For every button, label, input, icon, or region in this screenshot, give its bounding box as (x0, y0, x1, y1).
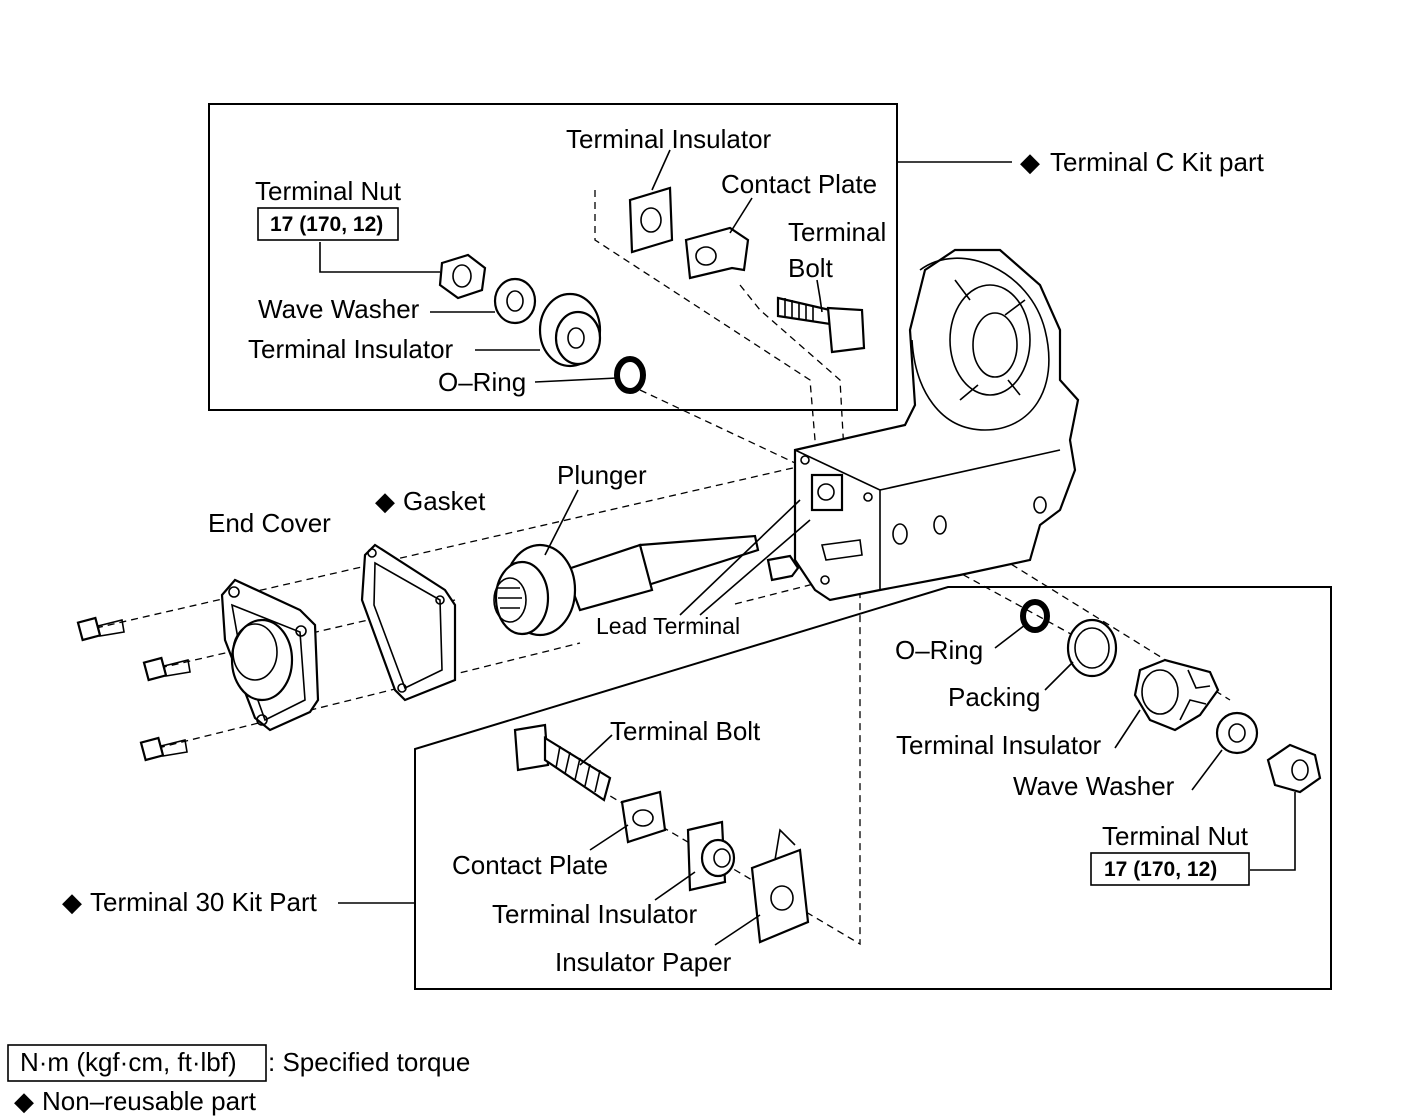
legend-non-reusable-marker: ◆ (14, 1086, 34, 1116)
r-o-ring (1020, 599, 1050, 633)
c-torque-box (257, 207, 399, 241)
end-cover-bolt-2 (142, 656, 191, 682)
r-torque-value: 17 (170, 12) (1104, 858, 1217, 881)
end-cover-bolt-1 (76, 616, 125, 642)
r-o-ring-label: O–Ring (895, 635, 983, 665)
end-cover-label: End Cover (208, 508, 331, 538)
b-terminal-bolt-label: Terminal Bolt (610, 716, 761, 746)
c-terminal-insulator-label: Terminal Insulator (248, 334, 454, 364)
terminal-30-kit-marker: ◆ (62, 887, 82, 917)
b-insulator-paper-label: Insulator Paper (555, 947, 732, 977)
c-contact-plate-label: Contact Plate (721, 169, 877, 199)
b-contact-plate (620, 790, 667, 844)
plunger-label: Plunger (557, 460, 647, 490)
b-terminal-insulator (686, 820, 736, 892)
c-o-ring (614, 356, 646, 394)
terminal-30-kit-label: Terminal 30 Kit Part (90, 887, 318, 917)
c-terminal-insulator-top-label: Terminal Insulator (566, 124, 772, 154)
r-terminal-nut (1266, 743, 1322, 794)
c-terminal-bolt-label-1: Terminal (788, 217, 886, 247)
terminal-c-kit-label: Terminal C Kit part (1050, 147, 1265, 177)
c-terminal-insulator (538, 292, 602, 368)
end-cover-bolt-3 (139, 736, 188, 762)
r-terminal-insulator-label: Terminal Insulator (896, 730, 1102, 760)
r-wave-washer (1215, 711, 1259, 755)
b-terminal-insulator-label: Terminal Insulator (492, 899, 698, 929)
gasket-marker: ◆ (375, 486, 395, 516)
c-terminal-nut-label: Terminal Nut (255, 176, 402, 206)
c-terminal-bolt-label-2: Bolt (788, 253, 834, 283)
lead-terminal-label: Lead Terminal (596, 613, 740, 639)
legend-torque-unit: N·m (kgf·cm, ft·lbf) (20, 1047, 237, 1077)
r-torque-box (1090, 852, 1250, 886)
end-cover (220, 578, 320, 732)
starter-housing (766, 248, 1080, 602)
c-wave-washer (493, 277, 537, 325)
b-terminal-bolt (513, 723, 612, 802)
c-terminal-insulator-top (628, 186, 674, 254)
c-wave-washer-label: Wave Washer (258, 294, 420, 324)
legend-torque-desc: : Specified torque (268, 1047, 470, 1077)
gasket (360, 543, 457, 702)
c-terminal-nut (438, 253, 487, 300)
gasket-label: Gasket (403, 486, 486, 516)
r-wave-washer-label: Wave Washer (1013, 771, 1175, 801)
b-contact-plate-label: Contact Plate (452, 850, 608, 880)
leader-lines (319, 149, 1296, 946)
c-o-ring-label: O–Ring (438, 367, 526, 397)
c-contact-plate (684, 226, 750, 280)
r-terminal-nut-label: Terminal Nut (1102, 821, 1249, 851)
terminal-c-kit-marker: ◆ (1020, 147, 1040, 177)
plunger (493, 534, 760, 637)
terminal-30-kit-frame (414, 586, 1332, 990)
b-insulator-paper (750, 828, 810, 944)
legend-torque-box (7, 1044, 267, 1082)
c-torque-value: 17 (170, 12) (270, 213, 383, 236)
r-packing (1066, 618, 1118, 678)
legend-non-reusable-label: Non–reusable part (42, 1086, 257, 1116)
c-terminal-bolt (776, 296, 866, 354)
r-terminal-insulator (1133, 658, 1220, 732)
terminal-c-kit-frame (208, 103, 898, 411)
r-packing-label: Packing (948, 682, 1041, 712)
